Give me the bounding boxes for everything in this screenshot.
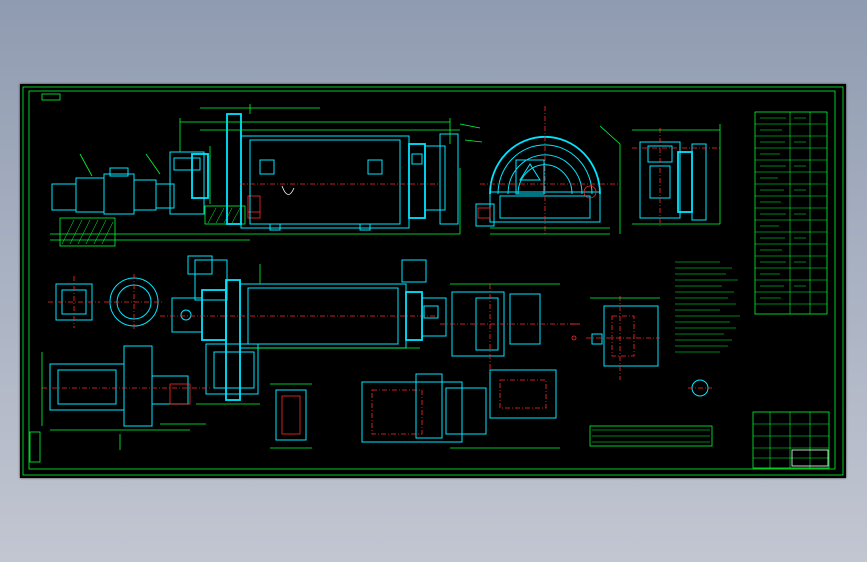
- girth-gear-end-view: [459, 106, 621, 235]
- bottom-notes: [589, 425, 713, 447]
- ball-mill-assembly-drawing: [22, 86, 844, 476]
- technical-spec-table: [754, 111, 828, 315]
- corner-tag: [41, 93, 61, 101]
- outer-border: [22, 86, 844, 476]
- foundation-right-detail: [586, 296, 660, 380]
- cad-drawing-sheet: [20, 84, 846, 478]
- inner-border: [28, 90, 836, 470]
- plan-view: [160, 255, 447, 405]
- main-elevation-view: [50, 104, 483, 247]
- flange-detail-round: [104, 274, 164, 330]
- drive-assembly-plan: [41, 345, 210, 450]
- title-block: [752, 411, 830, 469]
- side-view: [632, 124, 721, 228]
- technical-notes-block: [675, 261, 740, 353]
- flange-detail-square: [48, 276, 100, 328]
- bearing-box-detail: [270, 383, 312, 449]
- foundation-plan: [361, 283, 580, 449]
- revision-tag: [29, 431, 41, 463]
